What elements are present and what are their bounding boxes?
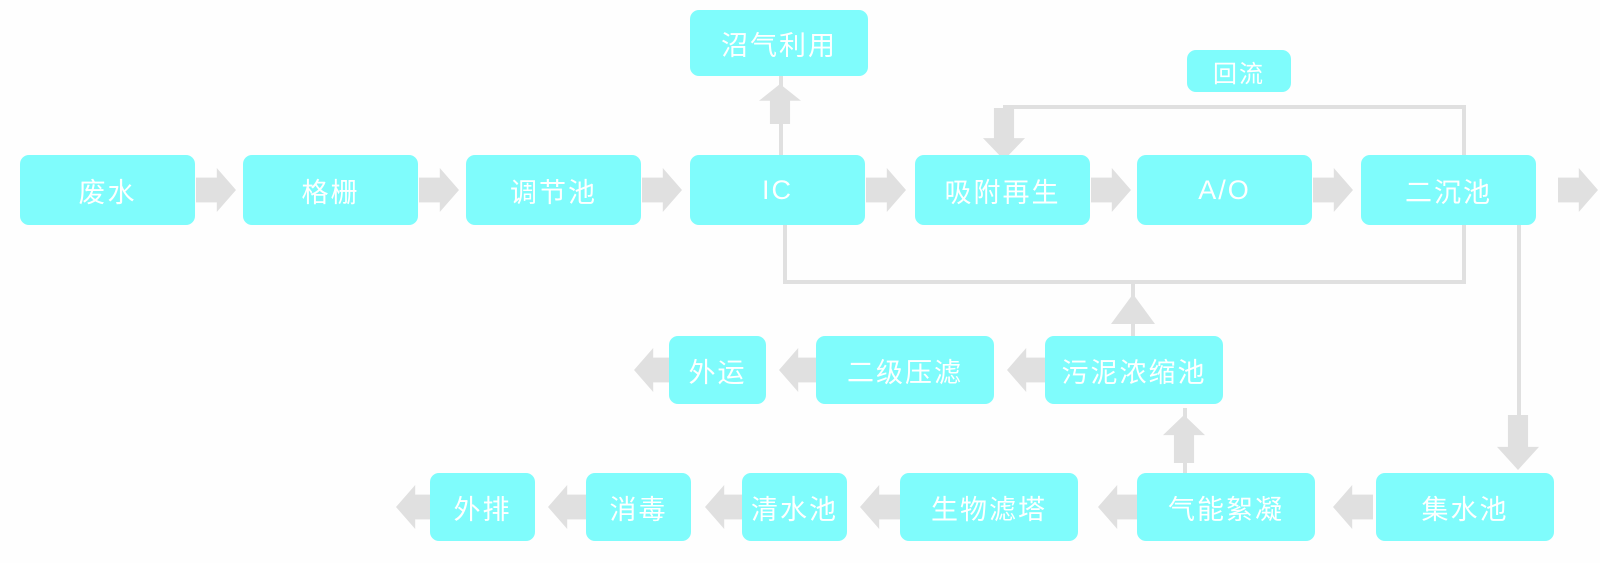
arrow-flocculation-to-thickener <box>1163 415 1205 463</box>
node-adsorption[interactable]: 吸附再生 <box>915 155 1090 225</box>
node-label: IC <box>762 174 793 205</box>
node-label: 回流 <box>1213 60 1265 88</box>
node-label: 格栅 <box>301 177 360 208</box>
node-label: 沼气利用 <box>721 30 837 61</box>
node-clarifier2[interactable]: 二沉池 <box>1361 155 1536 225</box>
arrow-flocculation-to-bio-filter <box>1098 485 1138 529</box>
node-discharge[interactable]: 外排 <box>430 473 535 541</box>
node-wastewater[interactable]: 废水 <box>20 155 195 225</box>
node-label: 外运 <box>688 357 747 388</box>
node-label: 污泥浓缩池 <box>1061 357 1207 388</box>
sludge-loop-horizontal <box>783 280 1466 284</box>
arrow-collection-to-flocculation <box>1333 485 1373 529</box>
node-bio-filter[interactable]: 生物滤塔 <box>900 473 1078 541</box>
node-offsite-transport[interactable]: 外运 <box>669 336 766 404</box>
reflux-line-vertical-right <box>1462 105 1466 163</box>
arrow-offsite-transport-outflow <box>634 348 674 392</box>
node-disinfection[interactable]: 消毒 <box>586 473 691 541</box>
node-label: 消毒 <box>609 494 668 525</box>
node-label: 二沉池 <box>1405 177 1492 208</box>
reflux-line-horizontal <box>1003 105 1466 109</box>
node-label: 废水 <box>78 177 137 208</box>
arrow-adsorption-to-ao <box>1091 168 1131 212</box>
node-label: 外排 <box>453 494 512 525</box>
arrow-clarifier2-outflow <box>1558 168 1598 212</box>
arrow-thickener-to-sludge-loop <box>1111 294 1155 324</box>
node-label: 集水池 <box>1421 494 1509 525</box>
arrow-equalization-to-ic <box>642 168 682 212</box>
node-air-flocculation[interactable]: 气能絮凝 <box>1137 473 1315 541</box>
clarifier-to-collection-line <box>1517 218 1521 418</box>
arrow-clarifier-to-collection <box>1497 415 1539 470</box>
node-grille[interactable]: 格栅 <box>243 155 418 225</box>
node-biogas[interactable]: 沼气利用 <box>690 10 868 76</box>
node-label: 清水池 <box>751 494 838 525</box>
node-label: 气能絮凝 <box>1168 494 1284 525</box>
node-equalization[interactable]: 调节池 <box>466 155 641 225</box>
node-ic[interactable]: IC <box>690 155 865 225</box>
arrow-disinfection-to-discharge <box>548 485 588 529</box>
node-secondary-press[interactable]: 二级压滤 <box>816 336 994 404</box>
arrow-bio-filter-to-clean-water <box>860 485 900 529</box>
sludge-loop-vertical-right <box>1462 218 1466 284</box>
arrow-reflux-to-adsorption <box>983 108 1025 160</box>
arrow-ic-to-biogas <box>759 84 801 124</box>
arrow-thickener-to-secondary-press <box>1007 348 1047 392</box>
arrow-ic-to-adsorption <box>866 168 906 212</box>
node-label: 吸附再生 <box>944 177 1061 208</box>
arrow-ao-to-clarifier2 <box>1313 168 1353 212</box>
node-label: 生物滤塔 <box>931 494 1047 525</box>
arrow-grille-to-equalization <box>419 168 459 212</box>
arrow-clean-water-to-disinfection <box>705 485 745 529</box>
node-clean-water[interactable]: 清水池 <box>742 473 847 541</box>
arrow-secondary-press-to-offsite <box>779 348 819 392</box>
node-label: 调节池 <box>510 177 597 208</box>
sludge-loop-vertical-left <box>783 218 787 282</box>
node-ao[interactable]: A/O <box>1137 155 1312 225</box>
arrow-wastewater-to-grille <box>196 168 236 212</box>
node-reflux-label[interactable]: 回流 <box>1187 50 1291 92</box>
node-collection-tank[interactable]: 集水池 <box>1376 473 1554 541</box>
node-sludge-thickener[interactable]: 污泥浓缩池 <box>1045 336 1223 404</box>
node-label: 二级压滤 <box>847 357 963 388</box>
node-label: A/O <box>1198 174 1251 205</box>
